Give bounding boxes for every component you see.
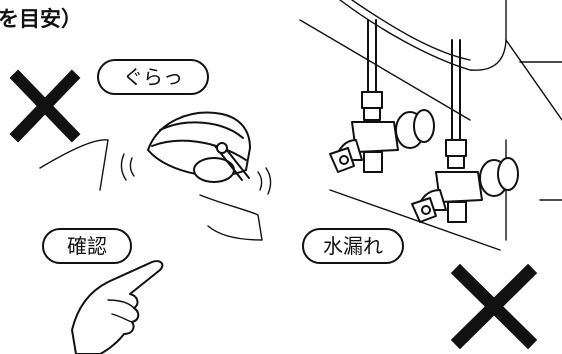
wall-edge-line <box>199 194 263 241</box>
hand-illustration <box>71 260 164 354</box>
wall-edge-line <box>39 139 109 191</box>
wobble-label: ぐらっ <box>97 59 209 95</box>
leak-label-text: 水漏れ <box>323 234 383 258</box>
check-label: 確認 <box>42 228 132 264</box>
wobble-label-text: ぐらっ <box>123 65 183 89</box>
cross-icon <box>9 69 81 143</box>
leak-label: 水漏れ <box>302 228 404 264</box>
stop-valve-left <box>329 19 435 173</box>
paper-holder-illustration <box>120 111 272 195</box>
check-label-text: 確認 <box>67 234 107 258</box>
cross-icon <box>450 263 538 350</box>
header-fragment: を目安） <box>0 7 82 31</box>
stop-valve-right <box>411 39 519 223</box>
